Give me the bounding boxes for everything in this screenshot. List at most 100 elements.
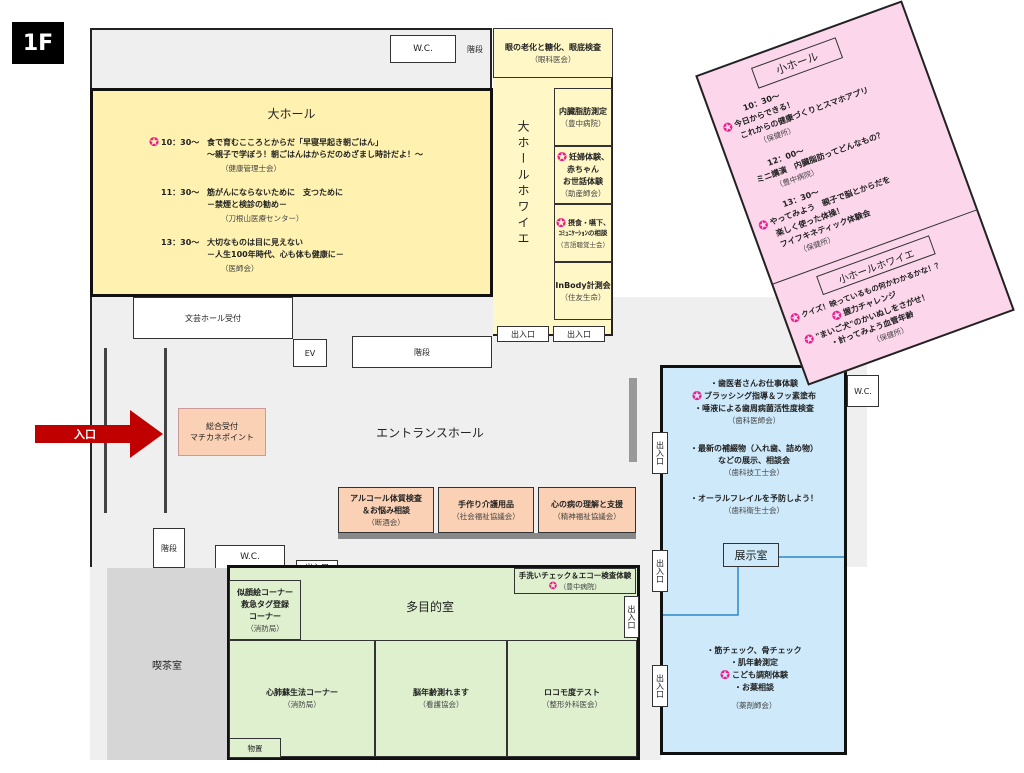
booth-title: 内臓脂肪測定	[559, 106, 607, 116]
exhibit-item: ・お薬相談	[734, 682, 774, 692]
exhibition-group: ・筋チェック、骨チェック ・肌年齢測定 ✪こども調剤体験 ・お薬相談 （薬剤師会…	[666, 645, 842, 711]
multipurpose-title: 多目的室	[405, 600, 454, 614]
foyer-booth: InBody計測会 （住友生命）	[554, 262, 612, 320]
booth-title: 心肺蘇生法コーナー	[266, 688, 338, 697]
star-icon: ✪	[555, 216, 567, 231]
reception-bunka: 文芸ホール受付	[133, 297, 293, 339]
entrance-wall	[164, 348, 167, 513]
booth-title: ｺﾐｭﾆｹｰｼｮﾝの相談	[558, 229, 608, 238]
big-hall-event: ✪ 10：30～ 食で育むこころとからだ「早寝早起き朝ごはん」 ～親子で学ぼう！…	[149, 136, 491, 187]
cpr-booth: 心肺蘇生法コーナー （消防局）	[229, 640, 375, 757]
exhibition-group: ・最新の補綴物（入れ歯、詰め物） などの展示、相談会 （歯科技工士会）	[666, 443, 842, 478]
booth-title: ロコモ度テスト	[544, 688, 600, 697]
exhibit-org: （薬剤師会）	[731, 700, 777, 710]
stairs-top: 階段	[467, 44, 483, 54]
floor-label: 1F	[12, 22, 64, 64]
exhibit-item: などの展示、相談会	[718, 456, 790, 465]
booth-title: 眼の老化と糖化、眼底検査	[505, 42, 601, 52]
event-org: （医師会）	[221, 264, 259, 273]
exhibit-org: （歯科技工士会）	[724, 468, 784, 477]
foyer-booth: ✪摂食・嚥下、 ｺﾐｭﾆｹｰｼｮﾝの相談 （言語聴覚士会）	[554, 204, 612, 262]
stairs-lower: 階段	[153, 528, 185, 568]
hall-booth: アルコール体質検査 ＆お悩み相談 （断酒会）	[338, 487, 434, 533]
booth-title: コーナー	[249, 611, 281, 621]
door[interactable]: 出入口	[553, 326, 605, 342]
booth-title: 救急タグ登録	[241, 599, 289, 609]
big-hall-title: 大ホール	[267, 107, 316, 121]
locomo-booth: ロコモ度テスト （整形外科医会）	[507, 640, 637, 757]
booth-org: （断酒会）	[367, 517, 405, 527]
hall-booth: 手作り介護用品 （社会福祉協議会）	[438, 487, 534, 533]
foyer-booth: 内臓脂肪測定 （豊中病院）	[554, 88, 612, 146]
event-title: 食で育むこころとからだ「早寝早起き朝ごはん」	[207, 138, 383, 147]
booth-org: （精神福祉協議会）	[553, 511, 621, 521]
entrance-label: 入口	[74, 428, 96, 441]
exhibit-org: （歯科衛生士会）	[724, 506, 784, 515]
booth-title: ＆お悩み相談	[362, 505, 410, 515]
exhibit-item: ・唾液による歯周病菌活性度検査	[694, 403, 814, 413]
reception-subtitle: マチカネポイント	[190, 433, 254, 442]
wc-top: W.C.	[390, 35, 456, 63]
star-icon: ✪	[719, 668, 731, 682]
booth-org: （言語聴覚士会）	[557, 240, 609, 249]
storage: 物置	[229, 738, 281, 758]
event-subtitle: －禁煙と検診の勧め－	[207, 200, 287, 209]
event-subtitle: ～親子で学ぼう！朝ごはんはからだのめざまし時計だよ！～	[207, 150, 423, 159]
door[interactable]: 出入口	[497, 326, 549, 342]
booth-title: アルコール体質検査	[350, 493, 422, 503]
booth-title: 手作り介護用品	[458, 499, 514, 509]
elevator: EV	[293, 339, 327, 367]
event-time: 11：30～	[161, 188, 200, 197]
booth-counter	[338, 533, 636, 539]
reception-title: 総合受付	[206, 422, 238, 431]
booth-org: （助産師会）	[560, 188, 606, 198]
booth-title: 心の病の理解と支援	[551, 499, 623, 509]
stairs-mid: 階段	[352, 336, 492, 368]
portrait-booth: 似顔絵コーナー 救急タグ登録 コーナー （消防局）	[229, 580, 301, 640]
exhibition-title: 展示室	[723, 543, 779, 567]
star-icon: ✪	[149, 135, 160, 149]
eye-check-booth: 眼の老化と糖化、眼底検査 （眼科医会）	[493, 28, 613, 78]
booth-title: 赤ちゃん	[567, 164, 599, 174]
event-time: 10：30～	[161, 138, 200, 147]
booth-org: （消防局）	[283, 700, 321, 709]
event-org: （刀根山医療センター）	[221, 214, 304, 223]
booth-org: （整形外科医会）	[542, 700, 602, 709]
big-hall-events: ✪ 10：30～ 食で育むこころとからだ「早寝早起き朝ごはん」 ～親子で学ぼう！…	[149, 136, 491, 287]
wc-right: W.C.	[847, 375, 879, 407]
foyer-booth: ✪妊婦体験、 赤ちゃん お世話体験 （助産師会）	[554, 146, 612, 204]
booth-org: （豊中病院）	[560, 118, 606, 128]
door[interactable]: 出入口	[652, 432, 668, 474]
exhibit-item: ✪こども調剤体験	[719, 668, 789, 682]
exhibit-item: ・オーラルフレイルを予防しよう！	[690, 494, 818, 503]
booth-title: ✪摂食・嚥下、	[555, 216, 611, 231]
foyer-label: 大ホールホワイエ	[516, 120, 530, 248]
booth-title: 似顔絵コーナー	[237, 587, 293, 597]
booth-org: （眼科医会）	[530, 54, 576, 64]
booth-title: 脳年齢測れます	[413, 688, 469, 697]
exhibition-group: ・オーラルフレイルを予防しよう！ （歯科衛生士会）	[666, 493, 842, 516]
entrance-hall-label: エントランスホール	[376, 426, 484, 440]
star-icon: ✪	[556, 150, 568, 165]
star-icon: ✪	[691, 389, 703, 403]
event-title: 大切なものは目に見えない	[207, 238, 303, 247]
exhibition-group: ・歯医者さんお仕事体験 ✪ブラッシング指導＆フッ素塗布 ・唾液による歯周病菌活性…	[666, 378, 842, 426]
exhibit-item: ・肌年齢測定	[730, 658, 778, 667]
booth-org: ✪（豊中病院）	[548, 580, 602, 592]
event-time: 13：30～	[161, 238, 200, 247]
door[interactable]: 出入口	[652, 550, 668, 592]
booth-org: （住友生命）	[560, 292, 606, 302]
exhibit-item: ✪ブラッシング指導＆フッ素塗布	[691, 389, 817, 403]
event-title: 筋がんにならないために 支つために	[207, 188, 343, 197]
booth-org: （社会福祉協議会）	[452, 511, 520, 521]
cafe: 喫茶室	[107, 568, 227, 760]
reception-general: 総合受付 マチカネポイント	[178, 408, 266, 456]
exhibit-item: ・歯医者さんお仕事体験	[710, 379, 798, 388]
door[interactable]: 出入口	[652, 665, 668, 707]
booth-title: 手洗いチェック＆エコー検査体験	[518, 571, 632, 581]
door[interactable]: 出入口	[624, 596, 639, 638]
booth-org: （消防局）	[246, 623, 284, 633]
booth-org: （看護協会）	[418, 700, 464, 709]
event-org: （健康管理士会）	[221, 164, 281, 173]
corridor-right	[637, 565, 661, 760]
